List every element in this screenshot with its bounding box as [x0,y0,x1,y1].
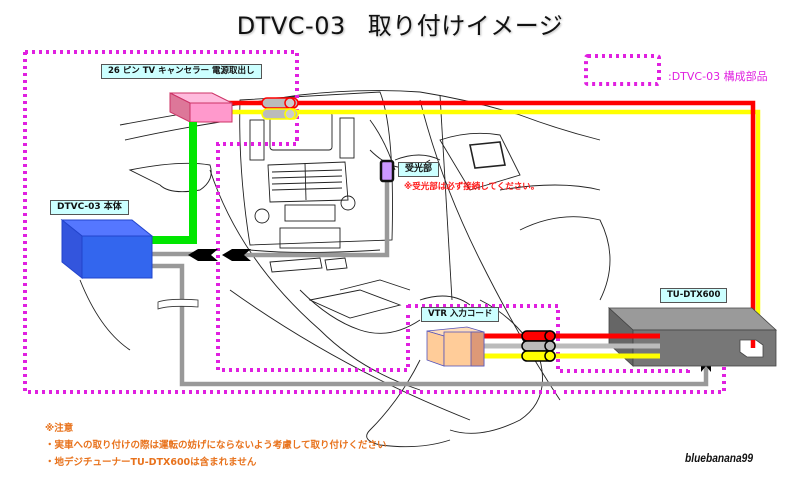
main-unit-box [60,218,154,280]
note-item: ・地デジチューナーTU-DTX600は含まれません [45,457,257,468]
author-signature: bluebanana99 [685,451,754,465]
outline-center-area [216,138,410,372]
car-dashboard-lineart [79,90,611,448]
red-wire [228,100,756,346]
label-receiver: 受光部 [398,162,440,177]
label-power-harness: 26 ピン TV キャンセラー 電源取出し [101,64,262,79]
receiver-cable [240,180,390,258]
legend-label: :DTVC-03 構成部品 [668,70,768,83]
power-wires [228,100,761,346]
yellow-wire [228,109,761,346]
label-tuner: TU-DTX600 [660,288,728,303]
cable-break [157,298,199,310]
power-connectors [261,97,299,120]
av-wires [482,333,660,359]
label-vtr-cord: VTR 入力コード [421,307,500,322]
vtr-input-box [426,326,485,367]
legend-swatch [584,54,661,86]
notes-heading: ※注意 [45,423,74,434]
page-title: DTVC-03 取り付けイメージ [0,6,800,41]
rca-plugs [521,330,556,362]
gray-cables [152,180,709,387]
note-item: ・実車への取り付けの際は運転の妨げにならないよう考慮して取り付けください [45,440,387,451]
green-cable [150,122,197,244]
receiver-warning: ※受光部は必ず接続してください。 [404,182,540,192]
tuner-signal-cable [152,263,709,387]
receiver-sensor [379,159,395,183]
outline-main-area [23,50,560,394]
title-subtitle: 取り付けイメージ [367,12,564,40]
title-product: DTVC-03 [236,12,346,40]
power-harness-box [169,92,233,123]
label-main-unit: DTVC-03 本体 [50,200,129,215]
